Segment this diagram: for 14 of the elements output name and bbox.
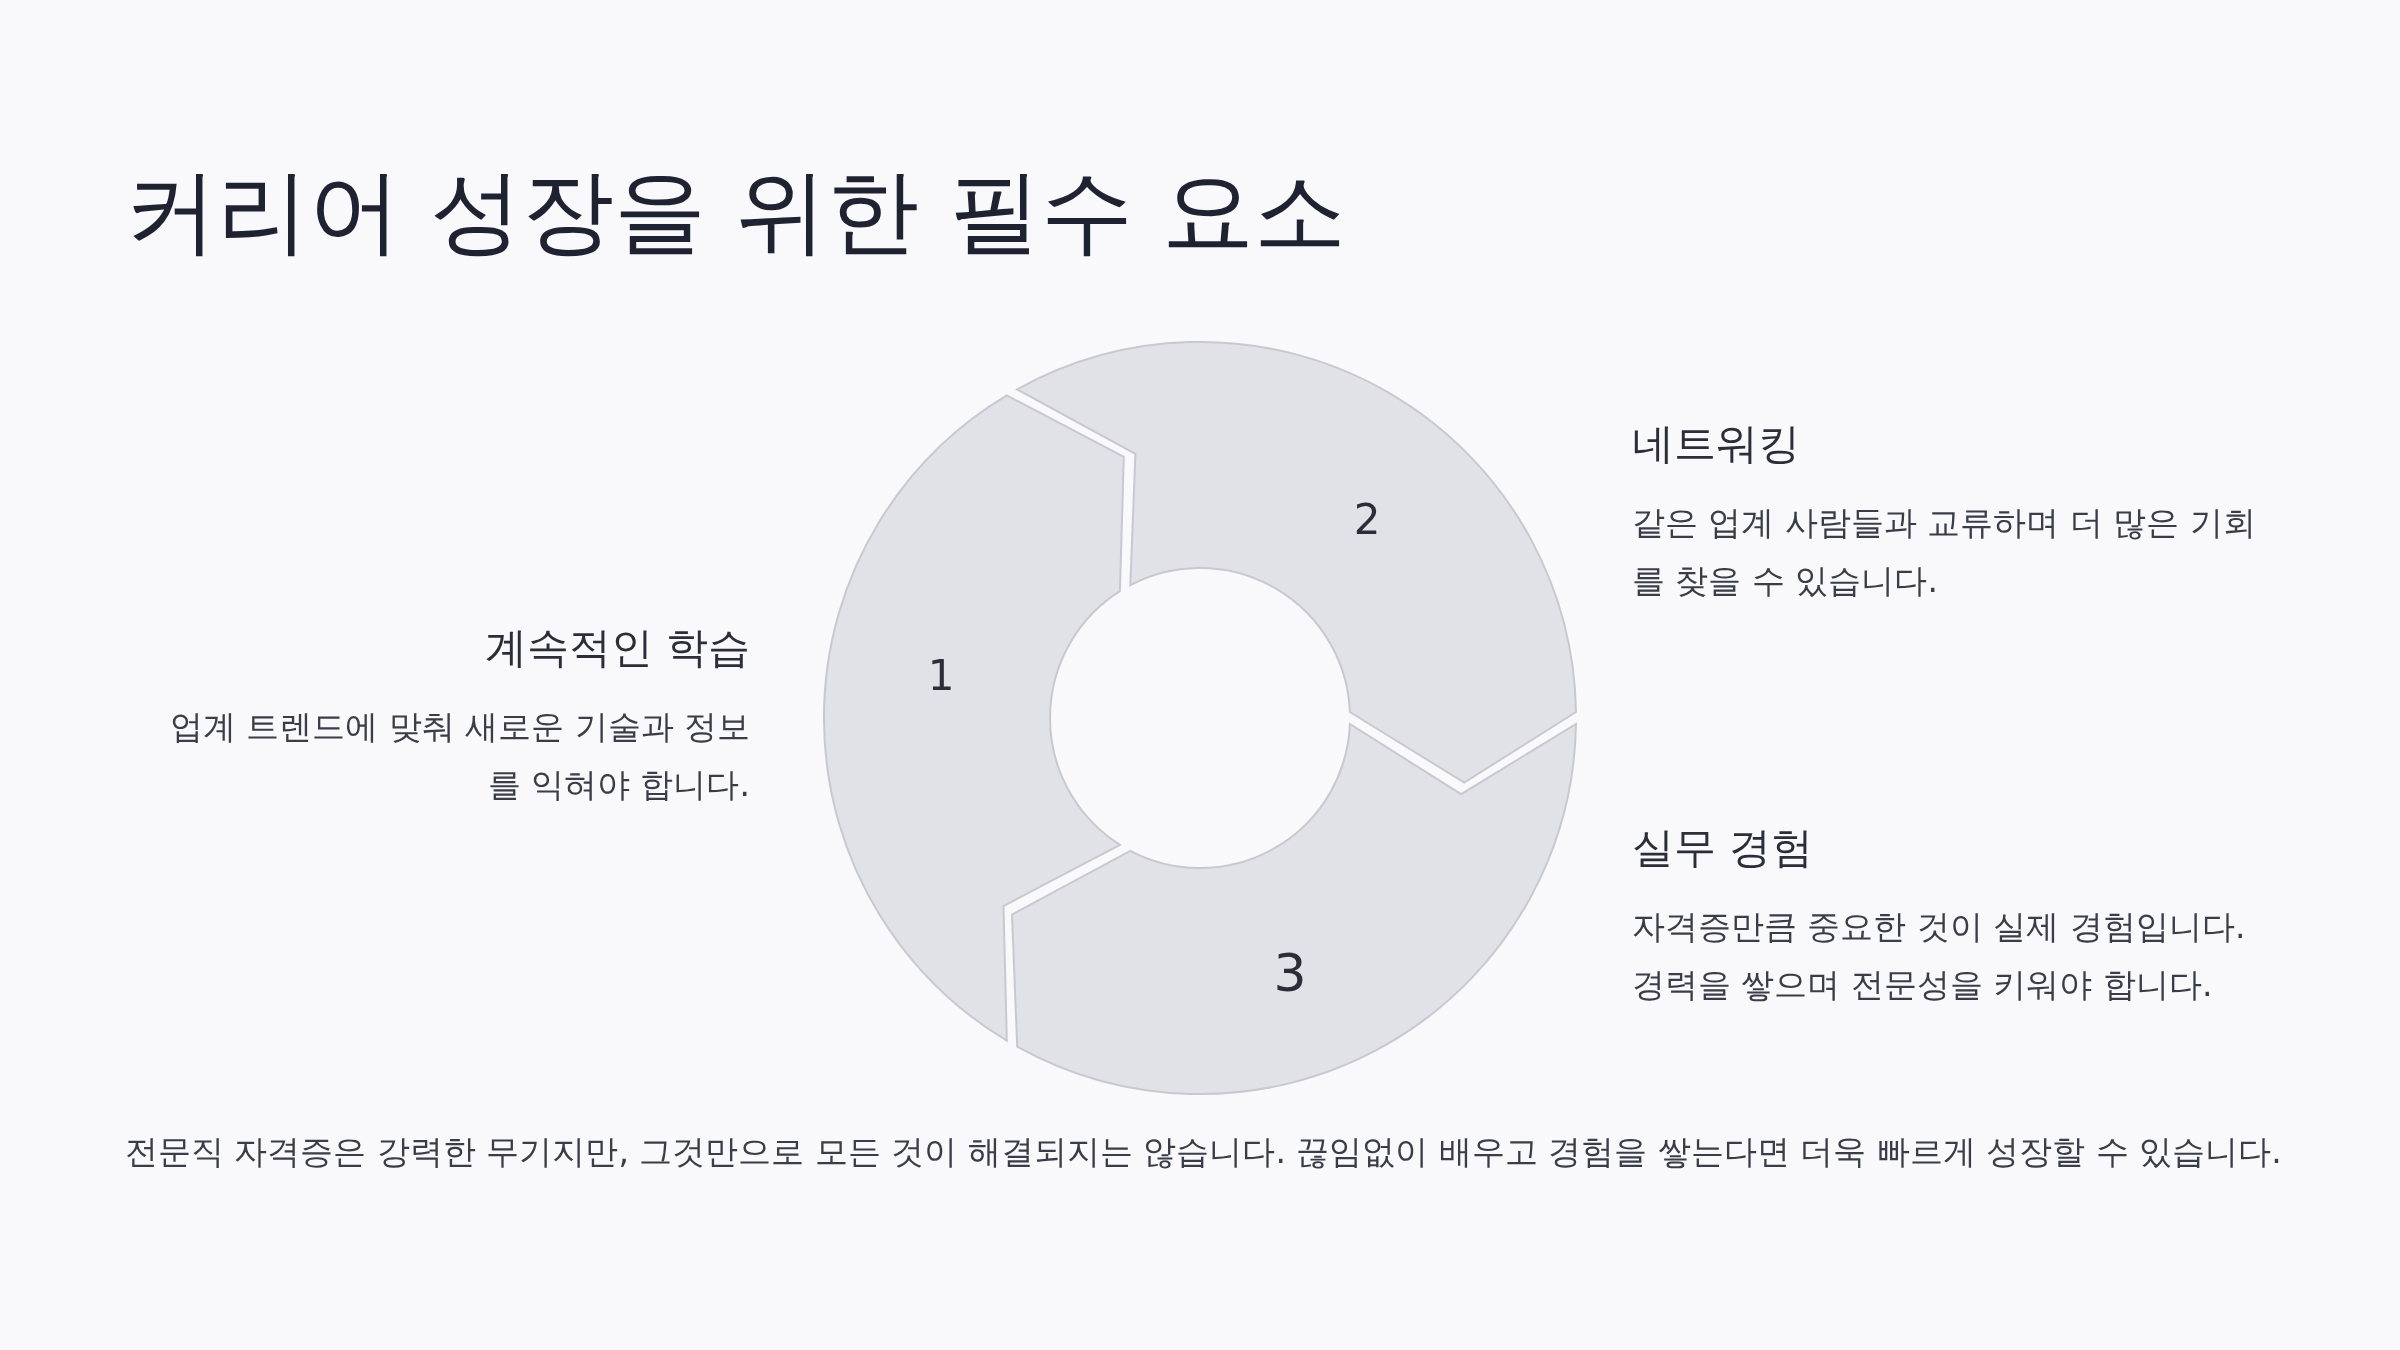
step-number: 3 (1273, 943, 1307, 1003)
step-heading: 실무 경험 (1632, 822, 1815, 874)
caption: 전문직 자격증은 강력한 무기지만, 그것만으로 모든 것이 해결되지는 않습니다. 끊임없이 배우고 경험을 쌓는다면 더욱 빠르게 성장할 수 있습니다. (125, 1131, 2282, 1173)
title: 커리어 성장을 위한 필수 요소 (125, 157, 1346, 267)
cycle-segment (1016, 340, 1577, 784)
step-description: 업계 트렌드에 맞춰 새로운 기술과 정보를 익혀야 합니다. (168, 706, 750, 806)
cycle-segment (1011, 723, 1577, 1096)
step-heading: 네트워킹 (1632, 418, 1801, 470)
step-heading: 계속적인 학습 (483, 622, 750, 674)
step-number: 1 (927, 650, 955, 700)
step-description: 같은 업계 사람들과 교류하며 더 많은 기회를 찾을 수 있습니다. (1632, 502, 2257, 602)
step-description: 자격증만큼 중요한 것이 실제 경험입니다. 경력을 쌓으며 전문성을 키워야 합니다. (1632, 906, 2247, 1006)
step-number: 2 (1353, 494, 1381, 544)
cycle-segment (822, 394, 1125, 1042)
